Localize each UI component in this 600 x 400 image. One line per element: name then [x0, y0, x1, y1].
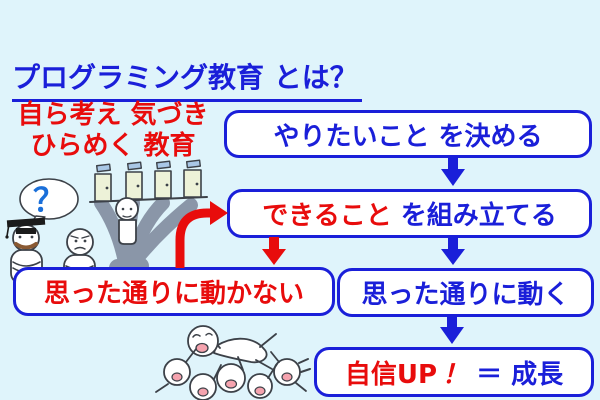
- flow-box-assemble-rest: を組み立てる: [391, 201, 557, 231]
- arrow-working-to-growth: [440, 314, 464, 344]
- flow-box-growth-rest: ＝ 成長: [476, 359, 564, 390]
- flow-box-assemble-highlight: できること: [262, 201, 392, 231]
- flow-box-growth-highlight: 自信UP: [344, 359, 438, 390]
- celebration-illustration: [155, 325, 311, 400]
- flow-box-growth: 自信UP！＝ 成長: [314, 347, 594, 397]
- arrow-retry-loop: [175, 201, 228, 268]
- flow-box-not-working: 思った通りに動かない: [13, 267, 335, 316]
- question-mark-icon: ？: [33, 181, 65, 219]
- arrow-decide-to-build: [441, 155, 465, 186]
- flow-box-working: 思った通りに動く: [337, 268, 594, 317]
- flow-box-decide-label: やりたいこと を決める: [273, 121, 543, 152]
- arrow-build-to-working: [441, 237, 465, 265]
- flow-box-decide-goal: やりたいこと を決める: [224, 110, 592, 158]
- branching-paths-doors-illustration: [89, 159, 208, 278]
- arrow-build-to-not-working: [262, 237, 286, 265]
- page-title: プログラミング教育 とは？: [12, 56, 362, 102]
- flow-box-working-label: 思った通りに動く: [361, 280, 570, 310]
- subtitle-line2: ひらめく 教育: [30, 131, 196, 161]
- subtitle-line1: 自ら考え 気づき: [17, 100, 209, 130]
- flow-box-not-working-label: 思った通りに動かない: [43, 279, 304, 309]
- subtitle: 自ら考え 気づき ひらめく 教育: [4, 100, 222, 162]
- flow-box-growth-exclamation: ！: [442, 359, 469, 390]
- flow-box-assemble: できること を組み立てる: [227, 189, 592, 238]
